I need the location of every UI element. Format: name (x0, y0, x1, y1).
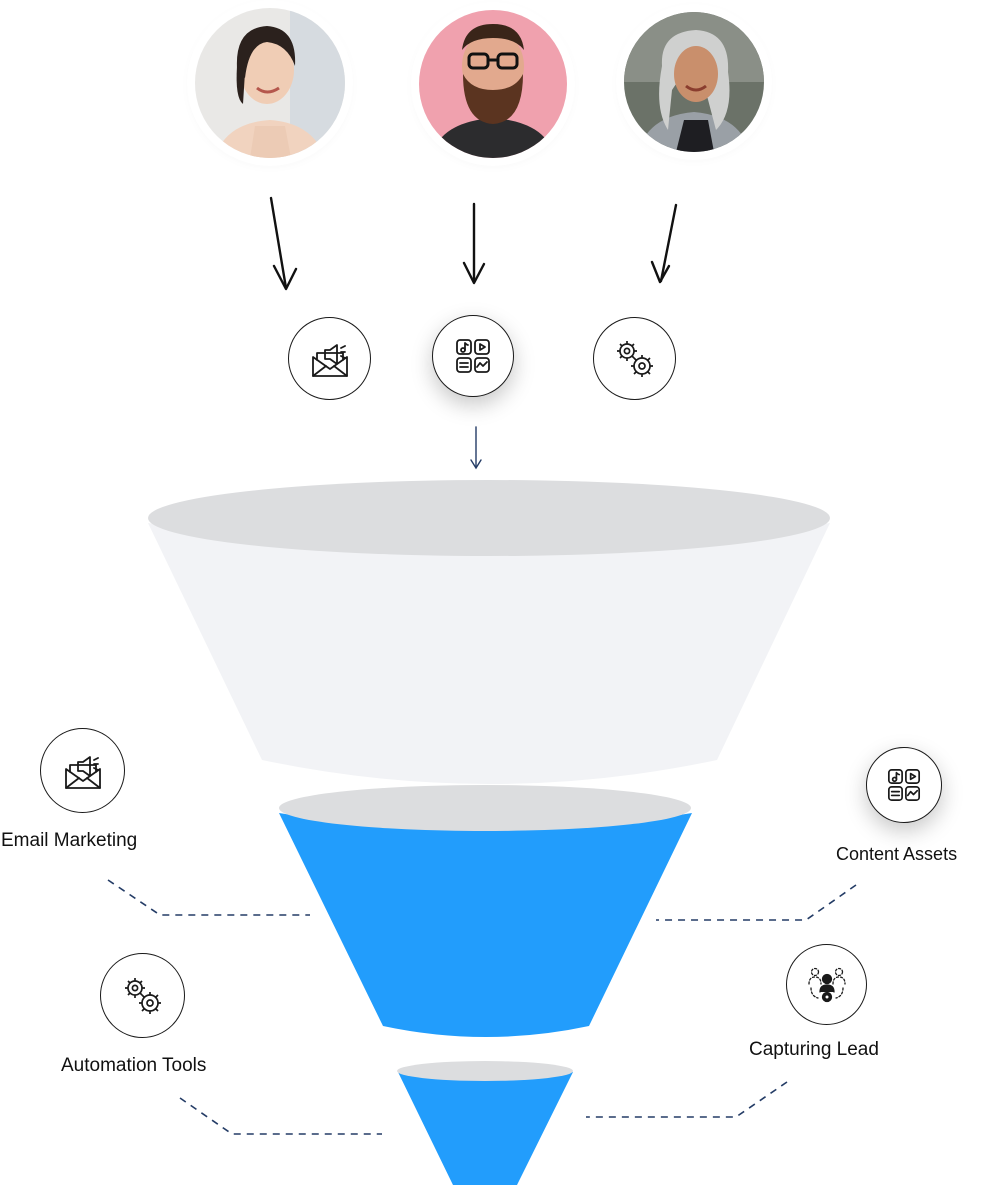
content-grid-icon (456, 339, 490, 373)
email-megaphone-icon (311, 343, 348, 377)
arrow-into-funnel (470, 426, 482, 470)
automation-tools-label: Automation Tools (61, 1055, 207, 1076)
connector-email-marketing (107, 879, 310, 916)
top-content-icon-circle (432, 315, 514, 397)
email-marketing-icon-circle (40, 728, 125, 813)
capturing-lead-icon-circle (786, 944, 867, 1025)
arrow-left (269, 196, 298, 291)
avatar-man-beard-glasses (419, 10, 567, 158)
top-gears-icon-circle (593, 317, 676, 400)
content-grid-icon (887, 768, 921, 802)
gears-icon (124, 977, 161, 1014)
funnel-middle-rim (279, 785, 691, 831)
capturing-lead-label: Capturing Lead (749, 1039, 879, 1060)
lead-capture-icon (807, 967, 846, 1002)
connector-content-assets (656, 884, 857, 921)
content-assets-icon-circle (866, 747, 942, 823)
connector-automation-tools (179, 1097, 382, 1135)
connector-capturing-lead (586, 1081, 788, 1118)
arrow-center (462, 202, 486, 285)
arrow-right (650, 203, 678, 284)
email-marketing-label: Email Marketing (1, 830, 138, 851)
content-assets-label: Content Assets (836, 844, 958, 864)
email-megaphone-icon (64, 755, 101, 789)
gears-icon (616, 340, 653, 377)
automation-tools-icon-circle (100, 953, 185, 1038)
funnel-bottom-rim (397, 1061, 573, 1081)
funnel-top-body (148, 523, 830, 784)
avatar-woman-smiling (195, 8, 345, 158)
funnel-bottom-body (398, 1072, 573, 1185)
avatar-woman-gray-hair (624, 12, 764, 152)
top-email-icon-circle (288, 317, 371, 400)
funnel-middle-body (279, 813, 692, 1037)
funnel-top-rim (148, 480, 830, 556)
